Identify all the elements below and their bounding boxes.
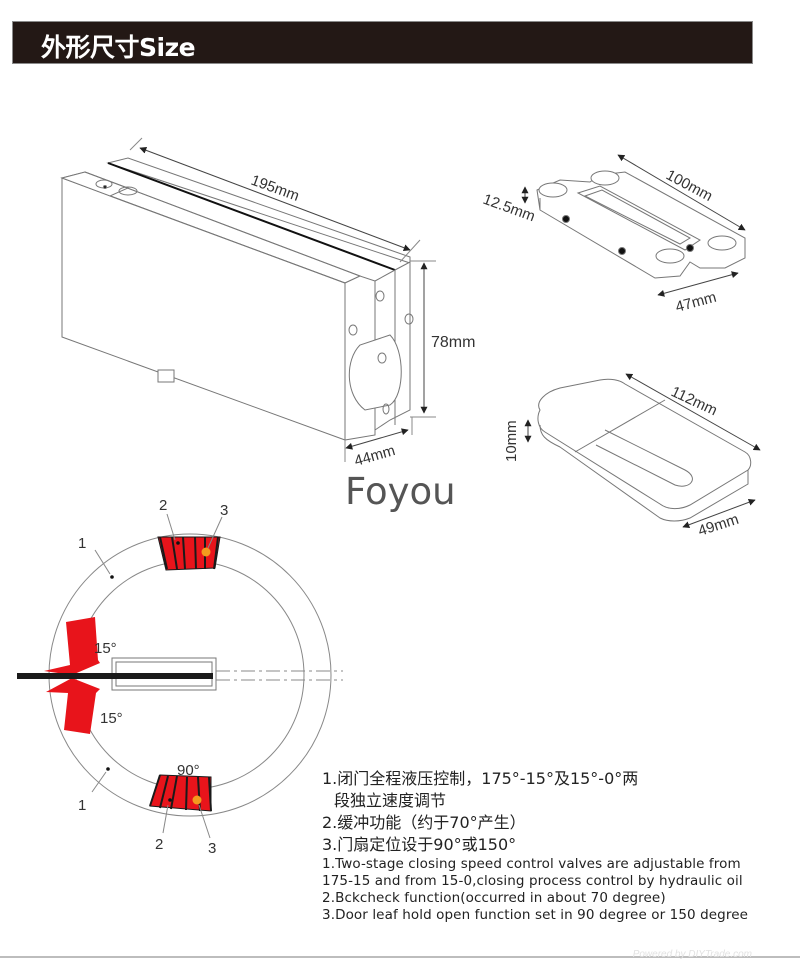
dim-height-label: 78mm <box>431 334 475 351</box>
angle-diagram <box>17 513 343 839</box>
valve-dot-bottom <box>168 798 172 802</box>
angle-hold-label: 90° <box>177 762 200 779</box>
cover-plate-drawing <box>524 373 761 529</box>
angle-bottom-label: 15° <box>100 710 123 727</box>
closer-body-drawing <box>60 137 436 462</box>
hold-dot-top <box>201 547 211 557</box>
note-cn-1: 1.闭门全程液压控制，175°-15°及15°-0°两 <box>322 769 639 788</box>
watermark: Powered by DIYTrade.com <box>632 949 752 960</box>
callout-3-top: 3 <box>220 502 228 519</box>
callout-2-top: 2 <box>159 497 167 514</box>
footer-divider <box>0 956 800 958</box>
callout-3-bottom: 3 <box>208 840 216 857</box>
dim-length-label: 195mm <box>249 172 302 205</box>
section-header: 外形尺寸Size <box>12 21 753 64</box>
callout-2-bottom: 2 <box>155 836 163 853</box>
cover-thickness-label: 10mm <box>503 420 520 462</box>
note-cn-2: 2.缓冲功能（约于70°产生） <box>322 813 526 832</box>
note-cn-3: 3.门扇定位设于90°或150° <box>322 835 517 854</box>
callout-1-bottom: 1 <box>78 797 86 814</box>
closing-arrow-top <box>44 617 100 675</box>
top-plate-drawing <box>521 154 746 297</box>
note-en-2: 2.Bckcheck function(occurred in about 70… <box>322 890 666 906</box>
cover-width-label: 49mm <box>696 511 741 540</box>
note-en-3: 3.Door leaf hold open function set in 90… <box>322 907 749 923</box>
valve-dot-top <box>176 541 180 545</box>
door-leaf <box>17 673 213 679</box>
note-en-1: 1.Two-stage closing speed control valves… <box>322 856 741 872</box>
feature-notes: 1.闭门全程液压控制，175°-15°及15°-0°两 段独立速度调节 2.缓冲… <box>322 768 748 924</box>
brand-name: Foyou <box>345 470 456 513</box>
dim-width-label: 44mm <box>352 442 397 470</box>
callout-1-top: 1 <box>78 535 86 552</box>
plate-width-label: 47mm <box>674 289 719 316</box>
hold-dot-bottom <box>192 795 202 805</box>
section-title: 外形尺寸Size <box>41 33 196 62</box>
note-en-1-cont: 175-15 and from 15-0,closing process con… <box>322 873 743 889</box>
note-cn-1-cont: 段独立速度调节 <box>334 791 447 810</box>
closing-arrow-bottom <box>46 678 100 734</box>
zone-stripes-bottom <box>149 774 212 812</box>
plate-thickness-label: 12.5mm <box>481 191 538 226</box>
angle-top-label: 15° <box>94 640 117 657</box>
